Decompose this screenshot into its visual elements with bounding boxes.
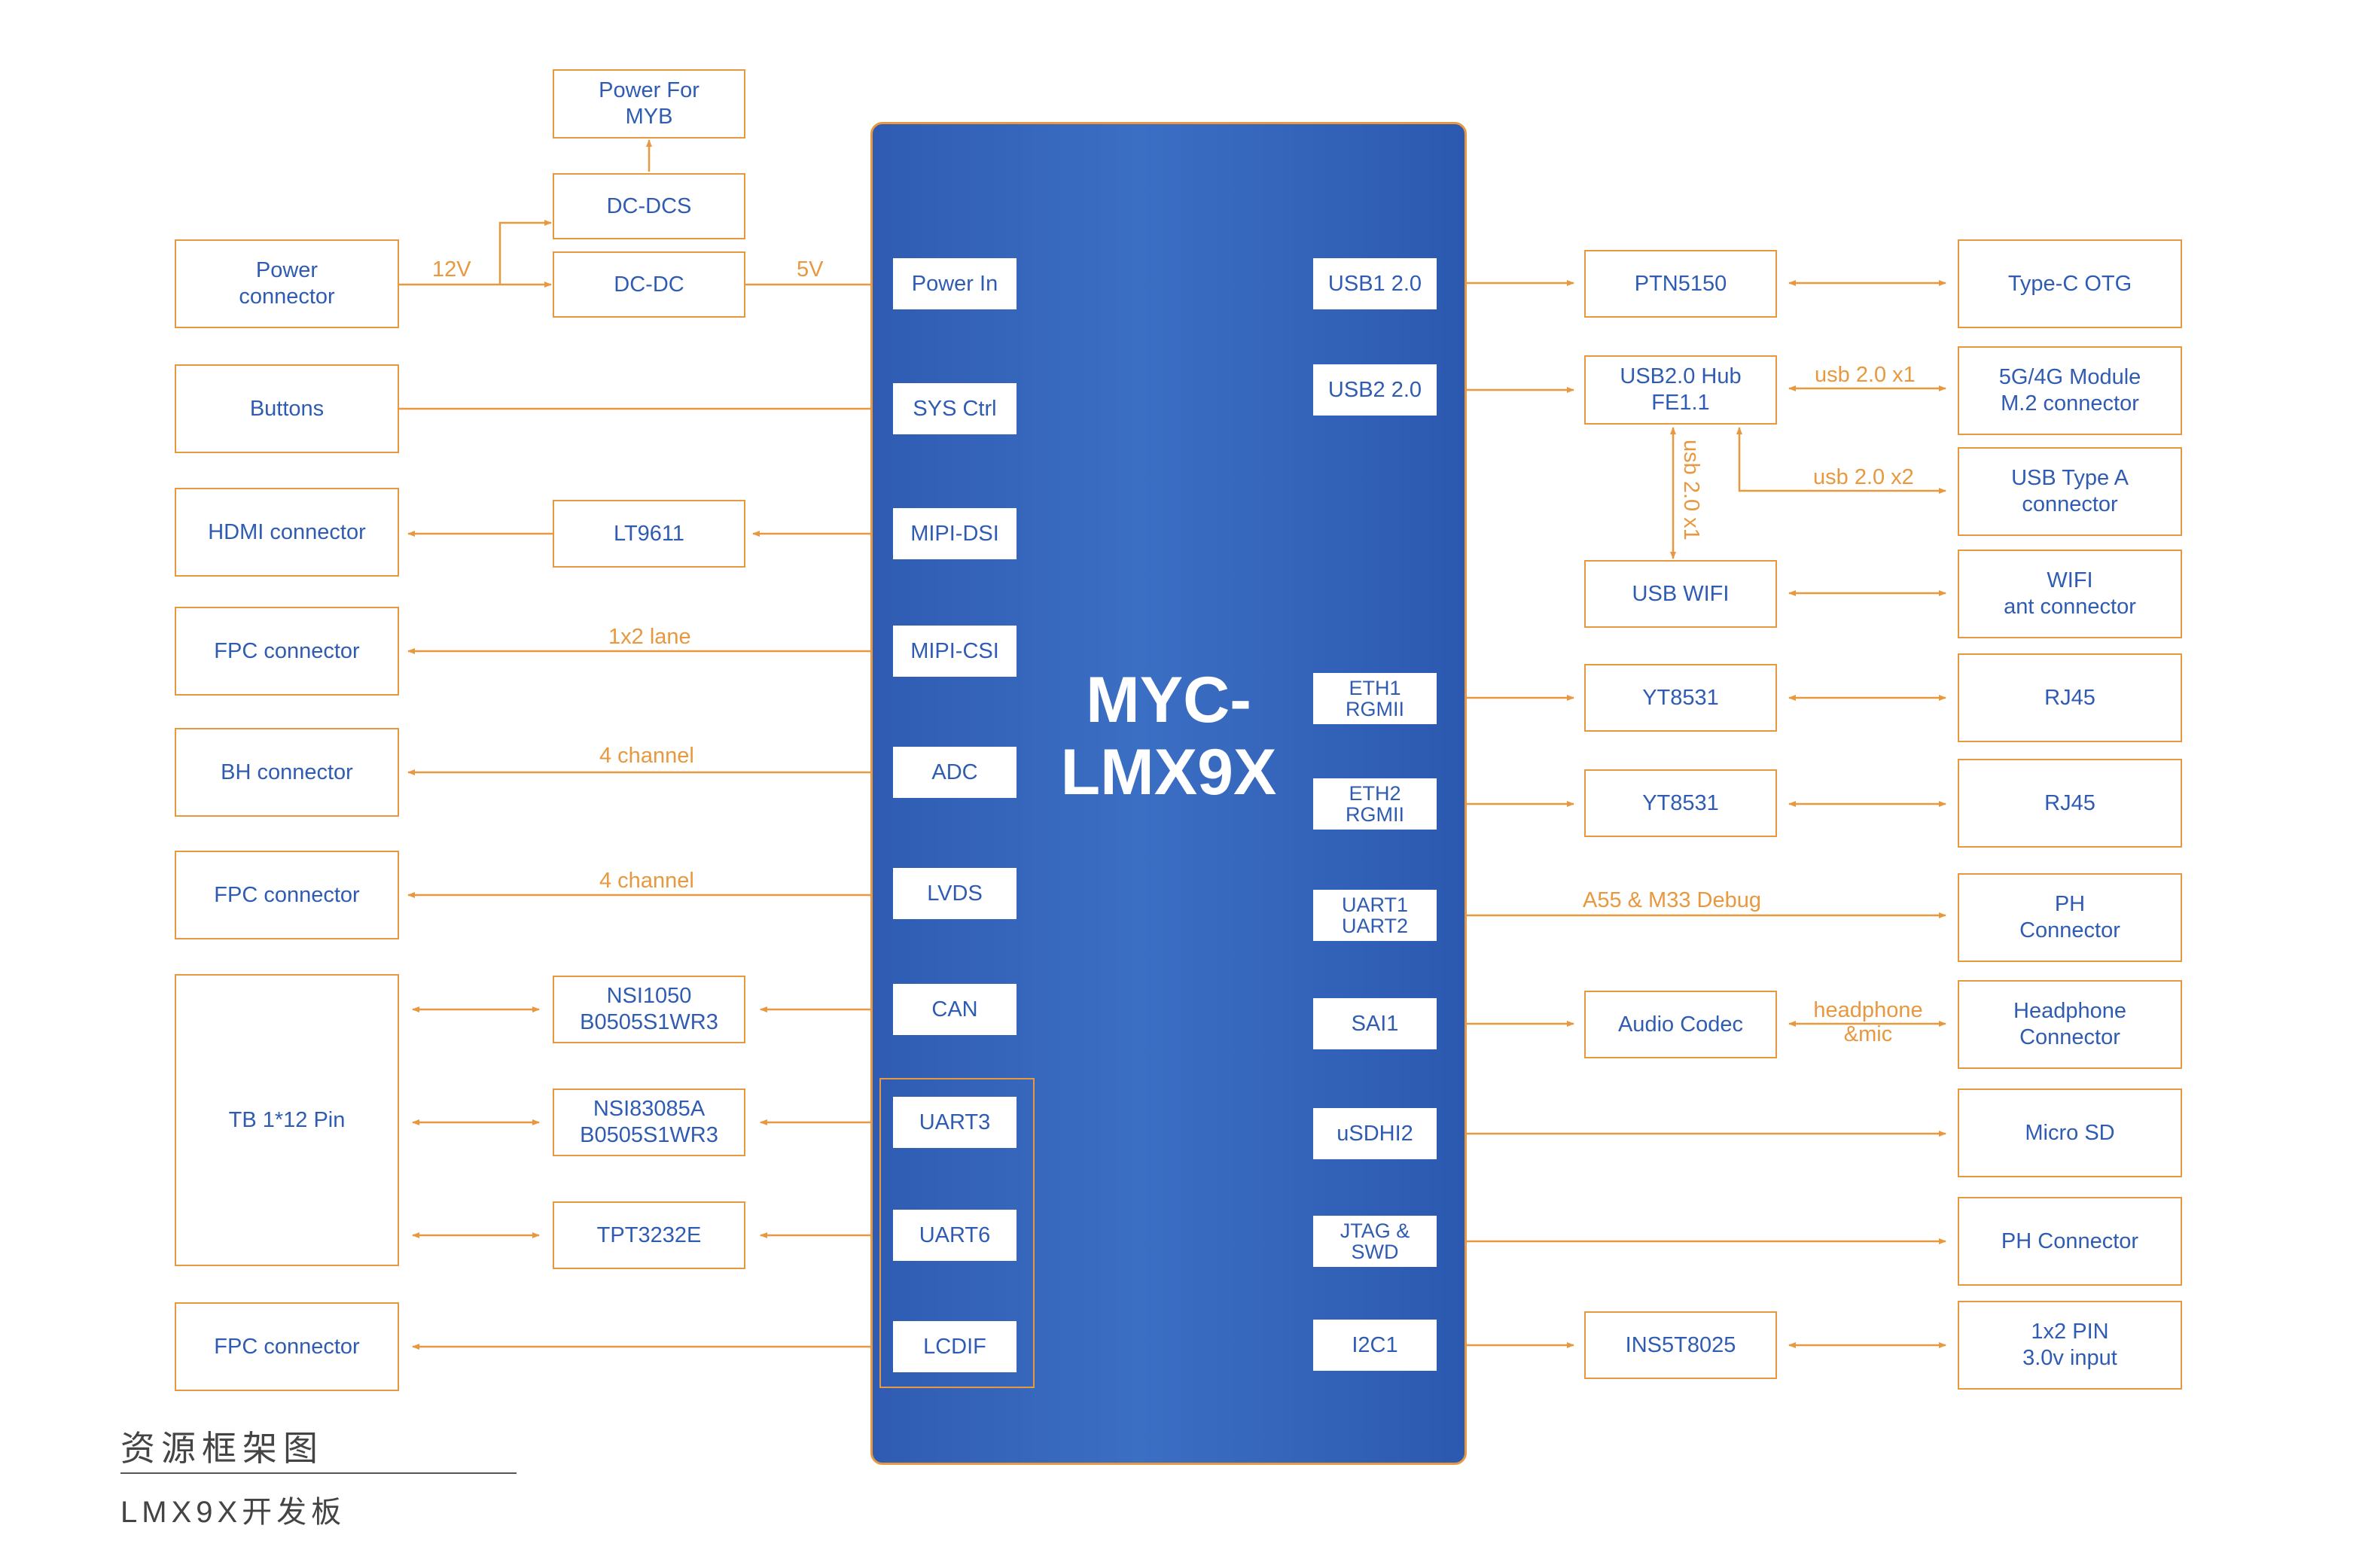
box-ptn5150: PTN5150	[1584, 250, 1777, 318]
pin-sys-ctrl: SYS Ctrl	[893, 383, 1016, 434]
line-hub-usba	[1736, 427, 1946, 494]
box-type-c-otg: Type-C OTG	[1958, 239, 2182, 328]
label-4-channel-lvds: 4 channel	[599, 869, 694, 893]
label-5v: 5V	[797, 257, 824, 282]
box-usb-wifi: USB WIFI	[1584, 560, 1777, 628]
box-buttons: Buttons	[175, 364, 399, 453]
pin-lcdif: LCDIF	[893, 1321, 1016, 1372]
box-dc-dc: DC-DC	[553, 251, 745, 318]
label-headphone-mic: headphone &mic	[1813, 998, 1923, 1046]
pin-uart3: UART3	[893, 1097, 1016, 1148]
box-ph-connector-1: PH Connector	[1958, 873, 2182, 962]
label-debug: A55 & M33 Debug	[1583, 888, 1761, 912]
pin-power-in: Power In	[893, 258, 1016, 309]
pin-jtag-swd: JTAG & SWD	[1313, 1216, 1437, 1267]
box-usb-type-a: USB Type A connector	[1958, 447, 2182, 536]
box-ins5t8025: INS5T8025	[1584, 1311, 1777, 1379]
uart-lcdif-group	[879, 1078, 1035, 1388]
pin-usdhi2: uSDHI2	[1313, 1108, 1437, 1159]
box-power-connector: Power connector	[175, 239, 399, 328]
label-12v: 12V	[432, 257, 471, 282]
box-nsi1050: NSI1050 B0505S1WR3	[553, 976, 745, 1043]
pin-usb2: USB2 2.0	[1313, 364, 1437, 416]
box-bh-connector: BH connector	[175, 728, 399, 817]
box-usb-hub: USB2.0 Hub FE1.1	[1584, 355, 1777, 425]
pin-mipi-csi: MIPI-CSI	[893, 626, 1016, 677]
label-1x2-lane: 1x2 lane	[608, 625, 691, 649]
pin-sai1: SAI1	[1313, 998, 1437, 1049]
box-nsi83085a: NSI83085A B0505S1WR3	[553, 1088, 745, 1156]
pin-uart6: UART6	[893, 1210, 1016, 1261]
box-yt8531-2: YT8531	[1584, 769, 1777, 837]
label-usb-2-0-x1: usb 2.0 x1	[1815, 363, 1916, 387]
pin-mipi-dsi: MIPI-DSI	[893, 508, 1016, 559]
pin-eth1: ETH1 RGMII	[1313, 673, 1437, 724]
pin-i2c1: I2C1	[1313, 1320, 1437, 1371]
box-rj45-2: RJ45	[1958, 759, 2182, 848]
footer-divider	[120, 1472, 517, 1474]
box-hdmi-connector: HDMI connector	[175, 488, 399, 577]
box-tb-pin: TB 1*12 Pin	[175, 974, 399, 1266]
box-audio-codec: Audio Codec	[1584, 991, 1777, 1058]
box-5g4g-module: 5G/4G Module M.2 connector	[1958, 346, 2182, 435]
pin-uart1-uart2: UART1 UART2	[1313, 890, 1437, 941]
box-tpt3232e: TPT3232E	[553, 1201, 745, 1269]
box-power-for-myb: Power For MYB	[553, 69, 745, 139]
box-micro-sd: Micro SD	[1958, 1088, 2182, 1177]
label-usb-2-0-x1-vertical: usb 2.0 x1	[1679, 440, 1703, 540]
box-rj45-1: RJ45	[1958, 653, 2182, 742]
box-fpc-connector-3: FPC connector	[175, 1302, 399, 1391]
box-lt9611: LT9611	[553, 500, 745, 568]
footer-subtitle: LMX9X开发板	[120, 1496, 346, 1529]
pin-adc: ADC	[893, 747, 1016, 798]
box-ph-connector-2: PH Connector	[1958, 1197, 2182, 1286]
footer-title: 资源框架图	[120, 1429, 324, 1468]
label-usb-2-0-x2: usb 2.0 x2	[1813, 465, 1914, 489]
pin-can: CAN	[893, 984, 1016, 1035]
label-4-channel-adc: 4 channel	[599, 744, 694, 768]
chip-title: MYC- LMX9X	[1060, 664, 1277, 808]
box-dc-dcs: DC-DCS	[553, 173, 745, 239]
box-yt8531-1: YT8531	[1584, 664, 1777, 732]
box-headphone-connector: Headphone Connector	[1958, 980, 2182, 1069]
box-wifi-ant: WIFI ant connector	[1958, 550, 2182, 638]
pin-usb1: USB1 2.0	[1313, 258, 1437, 309]
box-fpc-connector-1: FPC connector	[175, 607, 399, 696]
pin-lvds: LVDS	[893, 868, 1016, 919]
box-fpc-connector-2: FPC connector	[175, 851, 399, 939]
line-12v-to-dcdcs	[498, 220, 552, 285]
pin-eth2: ETH2 RGMII	[1313, 778, 1437, 830]
box-1x2-pin: 1x2 PIN 3.0v input	[1958, 1301, 2182, 1390]
